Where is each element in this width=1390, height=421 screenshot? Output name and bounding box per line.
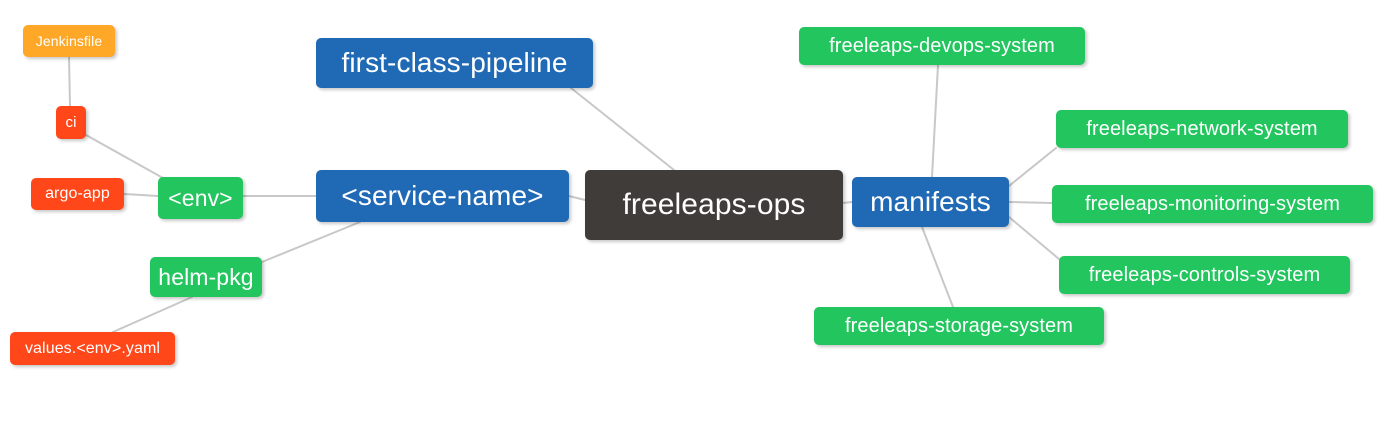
node-ci[interactable]: ci: [56, 106, 86, 139]
node-label-ci: ci: [65, 114, 77, 131]
edge-ops-service: [568, 195, 586, 201]
node-label-freeleaps-controls-system: freeleaps-controls-system: [1088, 264, 1321, 286]
node-label-helm-pkg: helm-pkg: [158, 263, 254, 290]
node-label-values-env-yaml: values.<env>.yaml: [24, 339, 161, 357]
node-label-freeleaps-monitoring-system: freeleaps-monitoring-system: [1084, 193, 1340, 215]
edge-manifests-storage: [921, 226, 954, 308]
node-freeleaps-monitoring-system[interactable]: freeleaps-monitoring-system: [1052, 185, 1373, 223]
edge-ops-pipeline: [570, 87, 675, 171]
node-label-first-class-pipeline: first-class-pipeline: [341, 47, 568, 78]
edge-env-ci: [85, 134, 164, 179]
node-argo-app[interactable]: argo-app: [31, 178, 124, 210]
node-first-class-pipeline[interactable]: first-class-pipeline: [316, 38, 593, 88]
node-helm-pkg[interactable]: helm-pkg: [150, 257, 262, 297]
node-freeleaps-ops[interactable]: freeleaps-ops: [585, 170, 843, 240]
node-freeleaps-controls-system[interactable]: freeleaps-controls-system: [1059, 256, 1350, 294]
edge-manifests-devops: [931, 64, 939, 178]
edge-service-helm: [261, 221, 361, 263]
node-jenkinsfile[interactable]: Jenkinsfile: [23, 25, 115, 57]
node-freeleaps-network-system[interactable]: freeleaps-network-system: [1056, 110, 1348, 148]
edge-manifests-monitoring: [1008, 201, 1053, 204]
node-env[interactable]: <env>: [158, 177, 243, 219]
node-label-service-name: <service-name>: [341, 180, 544, 211]
node-label-freeleaps-devops-system: freeleaps-devops-system: [829, 35, 1055, 57]
node-label-manifests: manifests: [870, 186, 991, 217]
node-label-freeleaps-storage-system: freeleaps-storage-system: [844, 315, 1074, 337]
node-label-argo-app: argo-app: [45, 185, 110, 202]
node-freeleaps-storage-system[interactable]: freeleaps-storage-system: [814, 307, 1104, 345]
edge-helm-values: [112, 296, 193, 333]
node-manifests[interactable]: manifests: [852, 177, 1009, 227]
node-values-env-yaml[interactable]: values.<env>.yaml: [10, 332, 175, 365]
node-label-freeleaps-network-system: freeleaps-network-system: [1086, 118, 1318, 140]
node-service-name[interactable]: <service-name>: [316, 170, 569, 222]
node-label-freeleaps-ops: freeleaps-ops: [622, 188, 806, 221]
edge-manifests-network: [1008, 147, 1057, 187]
edge-env-argo: [123, 193, 159, 197]
node-freeleaps-devops-system[interactable]: freeleaps-devops-system: [799, 27, 1085, 65]
edge-ops-manifests: [842, 201, 853, 204]
node-label-env: <env>: [168, 184, 233, 211]
node-label-jenkinsfile: Jenkinsfile: [35, 33, 103, 49]
edge-manifests-controls: [1008, 216, 1060, 260]
edge-ci-jenkinsfile: [68, 56, 71, 107]
